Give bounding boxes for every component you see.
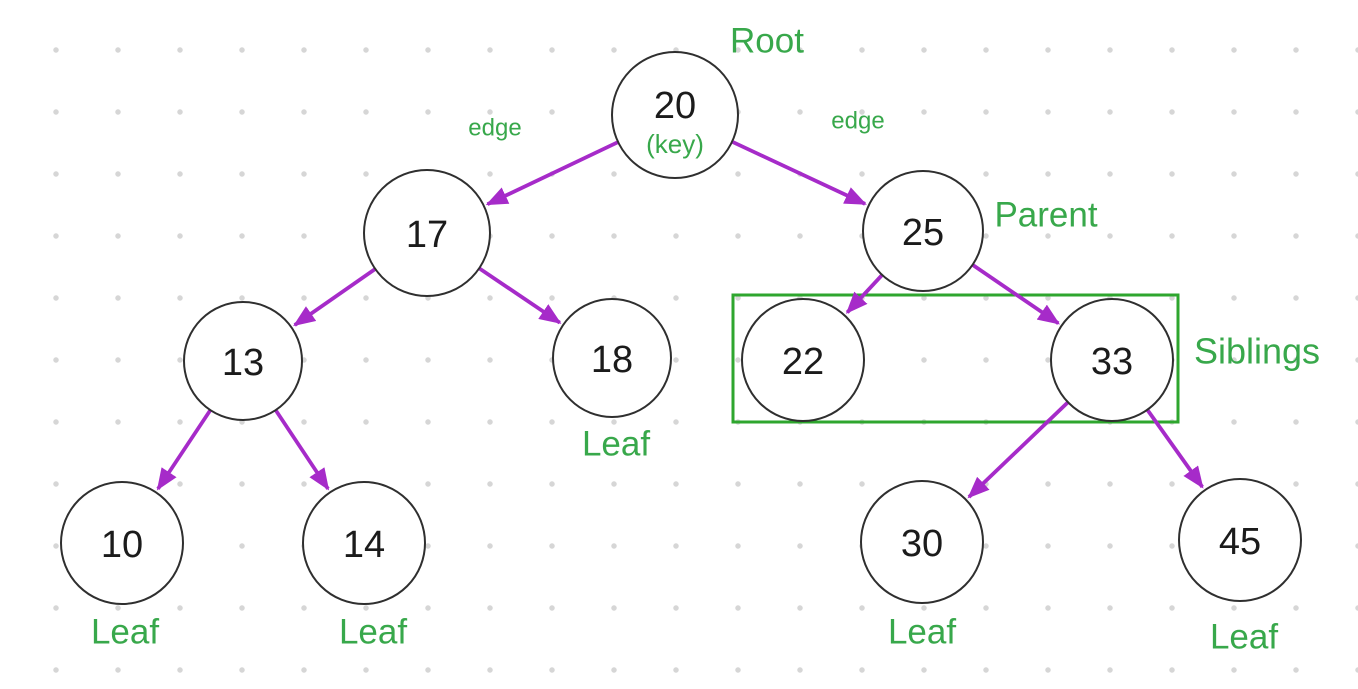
tree-edge-25-22 [845,273,884,314]
node-circle [741,298,865,422]
node-circle [860,480,984,604]
tree-edge-17-13 [293,267,377,327]
node-value: 20 [654,85,696,127]
node-circle [552,298,672,418]
tree-edge-33-30 [967,400,1070,499]
node-value: 10 [101,524,143,566]
tree-node-14: 14 [302,481,426,605]
tree-node-10: 10 [60,481,184,605]
tree-node-18: 18 [552,298,672,418]
tree-node-17: 17 [363,169,491,297]
siblings-label: Siblings [1194,331,1320,372]
tree-edge-20-17 [485,140,619,206]
node-value: 14 [343,524,385,566]
node-circle [862,170,984,292]
node-circle [1178,478,1302,602]
node-circle [60,481,184,605]
tree-edge-33-45 [1145,408,1204,489]
node-value: 22 [782,341,824,383]
edge-label-right: edge [831,108,884,135]
tree-edge-13-10 [156,409,212,491]
node-value: 45 [1219,521,1261,563]
node-key-caption: (key) [646,129,704,159]
tree-edge-25-33 [971,263,1060,325]
tree-node-22: 22 [741,298,865,422]
parent-label: Parent [994,196,1097,235]
siblings-box [731,293,1180,424]
tree-edge-17-18 [478,266,562,325]
tree-node-45: 45 [1178,478,1302,602]
tree-node-20: 20(key) [611,51,739,179]
tree-edge-20-25 [731,139,867,206]
leaf-label-14: Leaf [339,613,407,652]
edge-label-left: edge [468,115,521,142]
tree-edge-13-14 [274,409,330,491]
tree-node-30: 30 [860,480,984,604]
root-label: Root [730,22,804,61]
tree-node-33: 33 [1050,298,1174,422]
node-value: 33 [1091,341,1133,383]
node-value: 30 [901,523,943,565]
node-value: 13 [222,342,264,384]
leaf-label-10: Leaf [91,613,159,652]
tree-node-13: 13 [183,301,303,421]
node-value: 25 [902,212,944,254]
node-circle [183,301,303,421]
leaf-label-30: Leaf [888,613,956,652]
leaf-label-45: Leaf [1210,618,1278,657]
node-value: 18 [591,339,633,381]
tree-node-25: 25 [862,170,984,292]
node-value: 17 [406,214,448,256]
node-circle [363,169,491,297]
leaf-label-18: Leaf [582,425,650,464]
node-circle [302,481,426,605]
node-circle [1050,298,1174,422]
node-circle [611,51,739,179]
